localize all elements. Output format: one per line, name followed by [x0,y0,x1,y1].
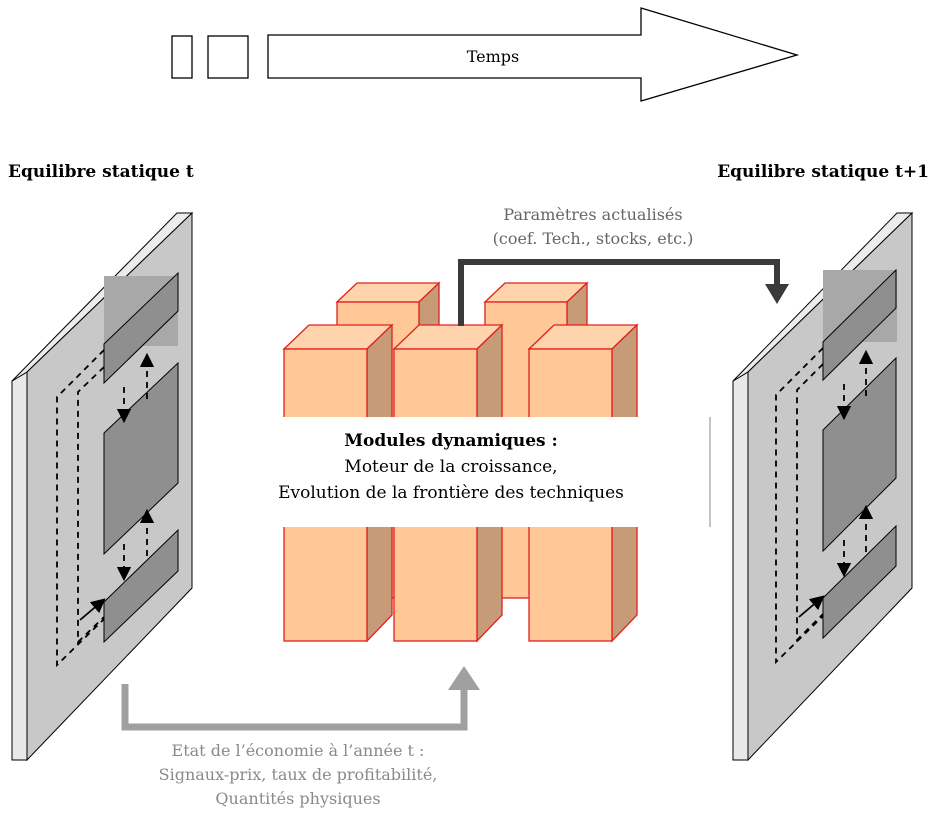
modules-line-1: Moteur de la croissance, [344,457,557,477]
modules-line-2: Evolution de la frontière des techniques [278,483,624,503]
right-panel-edge [732,371,749,761]
right-block-middle [822,356,897,553]
bottom-arrow-label-2: Signaux-prix, taux de profitabilité, [159,765,438,784]
left-block-middle [103,361,179,556]
top-arrow: Paramètres actualisés (coef. Tech., stoc… [458,205,789,326]
right-panel [732,211,914,762]
right-dashed-loops [775,347,874,665]
left-panel [11,211,194,762]
bottom-arrow-label-3: Quantités physiques [215,789,380,808]
bottom-arrow-head [448,666,480,690]
timeline-arrow [267,7,800,102]
top-arrow-label-2: (coef. Tech., stocks, etc.) [493,229,694,248]
left-block-bottom [103,528,179,644]
top-arrow-label-1: Paramètres actualisés [503,205,682,224]
right-block-bottom [822,524,897,640]
bottom-arrow: Etat de l’économie à l’année t : Signaux… [121,666,480,808]
left-dashed-loops [56,349,155,668]
right-block-top [822,268,897,382]
timeline: Temps [171,7,800,102]
timeline-box-2 [207,35,249,79]
left-panel-edge [11,371,28,761]
timeline-label: Temps [467,47,520,66]
top-arrow-head [765,284,789,304]
modules-title: Modules dynamiques : [344,431,558,451]
right-panel-title: Equilibre statique t+1 [717,162,929,182]
left-panel-title: Equilibre statique t [8,162,194,182]
timeline-box-1 [171,35,193,79]
modules-label-band [252,417,710,527]
left-block-top [103,271,179,385]
bottom-arrow-label-1: Etat de l’économie à l’année t : [172,741,425,760]
